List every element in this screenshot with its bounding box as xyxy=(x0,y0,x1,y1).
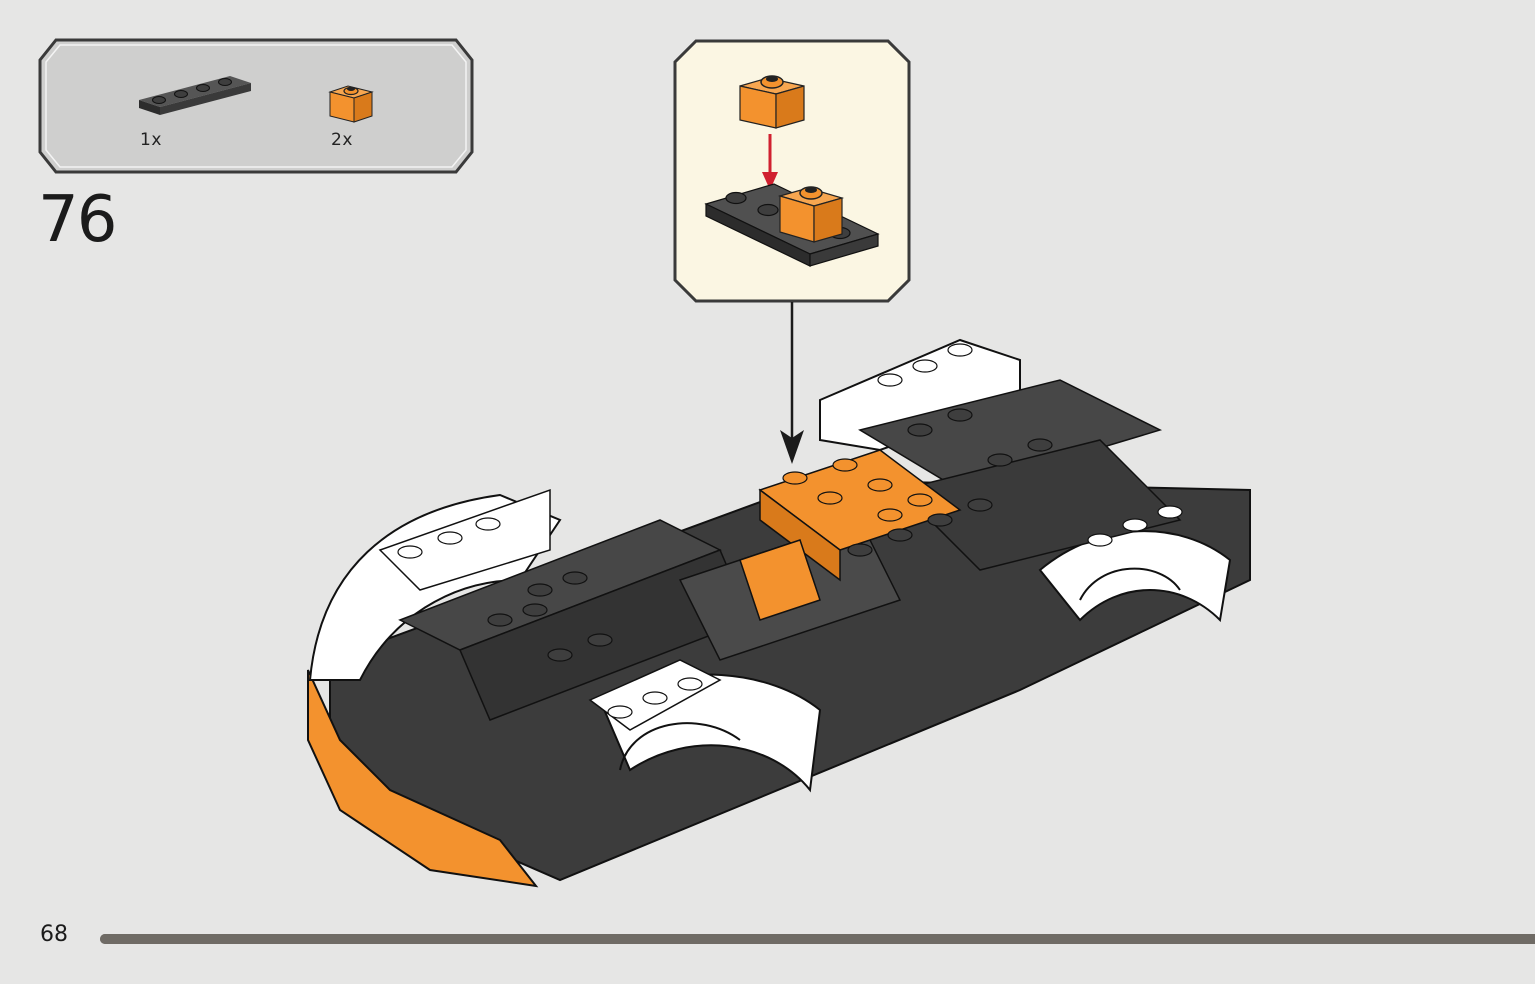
part-quantity-plate: 1x xyxy=(140,130,162,150)
dark-plate-1x4-icon xyxy=(139,76,251,115)
placed-orange-brick-icon xyxy=(777,186,845,243)
orange-brick-1x1-icon xyxy=(328,85,374,123)
part-quantity-brick: 2x xyxy=(331,130,353,150)
parts-callout xyxy=(38,38,474,174)
progress-bar-fill xyxy=(100,934,1535,944)
progress-bar xyxy=(100,934,1535,944)
step-number: 76 xyxy=(38,183,117,257)
page-number: 68 xyxy=(40,922,68,947)
orange-brick-icon xyxy=(739,75,805,129)
red-arrow-icon xyxy=(762,134,778,190)
car-model-illustration xyxy=(307,338,1251,888)
placement-arrow xyxy=(780,302,804,464)
subassembly-callout xyxy=(673,39,911,303)
